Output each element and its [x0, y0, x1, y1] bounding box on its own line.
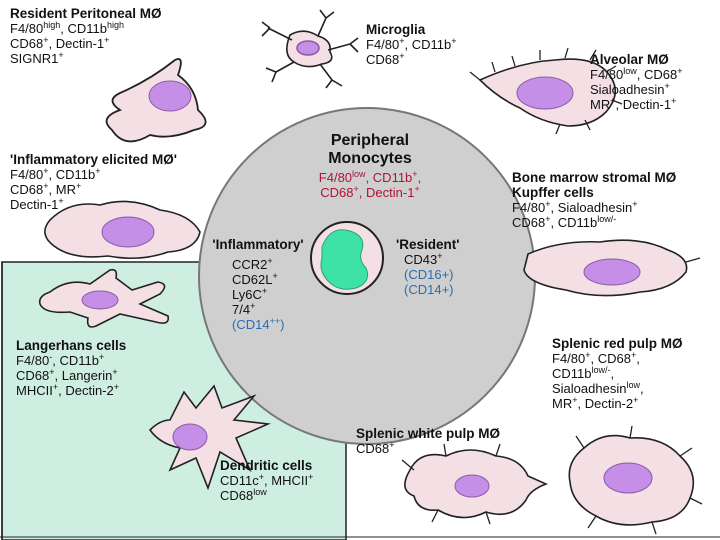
peripheral-monocyte-cell — [310, 221, 384, 295]
alveolar-title: Alveolar MØ — [590, 52, 669, 67]
dendritic-label-block: Dendritic cells CD11c+, MHCII+ CD68low — [220, 458, 313, 503]
inflammatory-elicited-marker-line-1: F4/80+, CD11b+ — [10, 166, 101, 183]
resident-marker-cd16: (CD16+) — [404, 267, 454, 282]
monocytes-label-block: Peripheral Monocytes F4/80low, CD11b+, C… — [270, 132, 470, 200]
dendritic-marker-line-1: CD11c+, MHCII+ — [220, 472, 314, 489]
peritoneal-marker-line-3: SIGNR1+ — [10, 50, 64, 67]
alveolar-marker-line-1: F4/80low, CD68+ — [590, 66, 683, 83]
langerhans-cell — [38, 268, 170, 328]
bone-marrow-label-block: Bone marrow stromal MØ Kupffer cells F4/… — [512, 170, 676, 230]
monocytes-marker-line-1: F4/80low, CD11b+, — [318, 169, 422, 186]
dendritic-cell — [148, 384, 272, 491]
inflammatory-marker-cd14: (CD14++) — [232, 316, 285, 333]
inflammatory-elicited-label-block: 'Inflammatory elicited MØ' F4/80+, CD11b… — [10, 152, 177, 212]
bone-marrow-marker-line-1: F4/80+, Sialoadhesin+ — [512, 199, 638, 216]
inflammatory-elicited-marker-line-3: Dectin-1+ — [10, 196, 64, 213]
inflammatory-marker-74: 7/4+ — [232, 301, 256, 318]
peritoneal-macrophage-cell — [105, 58, 207, 143]
inflammatory-elicited-macrophage-cell — [44, 200, 201, 260]
monocytes-title-line-1: Peripheral — [330, 132, 410, 149]
dendritic-title: Dendritic cells — [220, 458, 313, 473]
microglia-cell — [261, 9, 359, 89]
langerhans-label-block: Langerhans cells F4/80-, CD11b+ CD68+, L… — [16, 338, 126, 398]
splenic-red-title: Splenic red pulp MØ — [552, 336, 683, 351]
inflammatory-elicited-marker-line-2: CD68+, MR+ — [10, 181, 82, 198]
splenic-white-marker-line-1: CD68+ — [356, 440, 395, 457]
splenic-red-label-block: Splenic red pulp MØ F4/80+, CD68+, CD11b… — [552, 336, 683, 411]
inflammatory-subset-title: 'Inflammatory' — [212, 237, 304, 252]
splenic-red-marker-line-3: Sialoadhesinlow, — [552, 380, 644, 397]
microglia-marker-line-2: CD68+ — [366, 51, 405, 68]
alveolar-marker-line-2: Sialoadhesin+ — [590, 81, 670, 98]
splenic-red-marker-line-1: F4/80+, CD68+, — [552, 350, 640, 367]
microglia-title: Microglia — [366, 22, 426, 37]
peritoneal-marker-line-1: F4/80high, CD11bhigh — [10, 20, 125, 37]
peritoneal-label-block: Resident Peritoneal MØ F4/80high, CD11bh… — [10, 6, 162, 66]
inflammatory-elicited-title: 'Inflammatory elicited MØ' — [10, 152, 177, 167]
peritoneal-marker-line-2: CD68+, Dectin-1+ — [10, 35, 110, 52]
microglia-label-block: Microglia F4/80+, CD11b+ CD68+ — [366, 22, 457, 67]
langerhans-marker-line-2: CD68+, Langerin+ — [16, 367, 118, 384]
resident-marker-cd43: CD43+ — [404, 251, 443, 268]
bone-marrow-kupffer-cell — [523, 239, 701, 297]
splenic-red-marker-line-4: MR+, Dectin-2+ — [552, 395, 639, 412]
splenic-red-pulp-cell — [568, 425, 703, 535]
langerhans-marker-line-3: MHCII+, Dectin-2+ — [16, 382, 120, 399]
splenic-white-title: Splenic white pulp MØ — [356, 426, 501, 441]
resident-marker-cd14: (CD14+) — [404, 282, 454, 297]
alveolar-marker-line-3: MR+, Dectin-1+ — [590, 96, 677, 113]
splenic-red-marker-line-2: CD11blow/-, — [552, 365, 615, 382]
bone-marrow-marker-line-2: CD68+, CD11blow/- — [512, 214, 617, 231]
monocytes-marker-line-2: CD68+, Dectin-1+ — [320, 184, 420, 201]
peritoneal-title: Resident Peritoneal MØ — [10, 6, 162, 21]
bone-marrow-title: Bone marrow stromal MØ — [512, 170, 677, 185]
langerhans-marker-line-1: F4/80-, CD11b+ — [16, 352, 105, 369]
alveolar-macrophage-cell — [469, 47, 623, 135]
inflammatory-marker-ccr2: CCR2+ — [232, 256, 273, 273]
microglia-marker-line-1: F4/80+, CD11b+ — [366, 36, 457, 53]
splenic-white-pulp-cell — [401, 443, 549, 525]
resident-subset-title: 'Resident' — [396, 237, 460, 252]
inflammatory-marker-cd62l: CD62L+ — [232, 271, 278, 288]
monocytes-title-line-2: Monocytes — [328, 150, 412, 167]
inflammatory-subset-block: CCR2+ CD62L+ Ly6C+ 7/4+ (CD14++) — [232, 256, 285, 333]
inflammatory-marker-ly6c: Ly6C+ — [232, 286, 268, 303]
kupffer-title: Kupffer cells — [512, 185, 594, 200]
dendritic-marker-line-2: CD68low — [220, 487, 267, 504]
alveolar-label-block: Alveolar MØ F4/80low, CD68+ Sialoadhesin… — [590, 52, 683, 112]
splenic-white-label-block: Splenic white pulp MØ CD68+ — [356, 426, 500, 456]
resident-subset-block: 'Resident' CD43+ (CD16+) (CD14+) — [396, 237, 459, 297]
langerhans-title: Langerhans cells — [16, 338, 127, 353]
